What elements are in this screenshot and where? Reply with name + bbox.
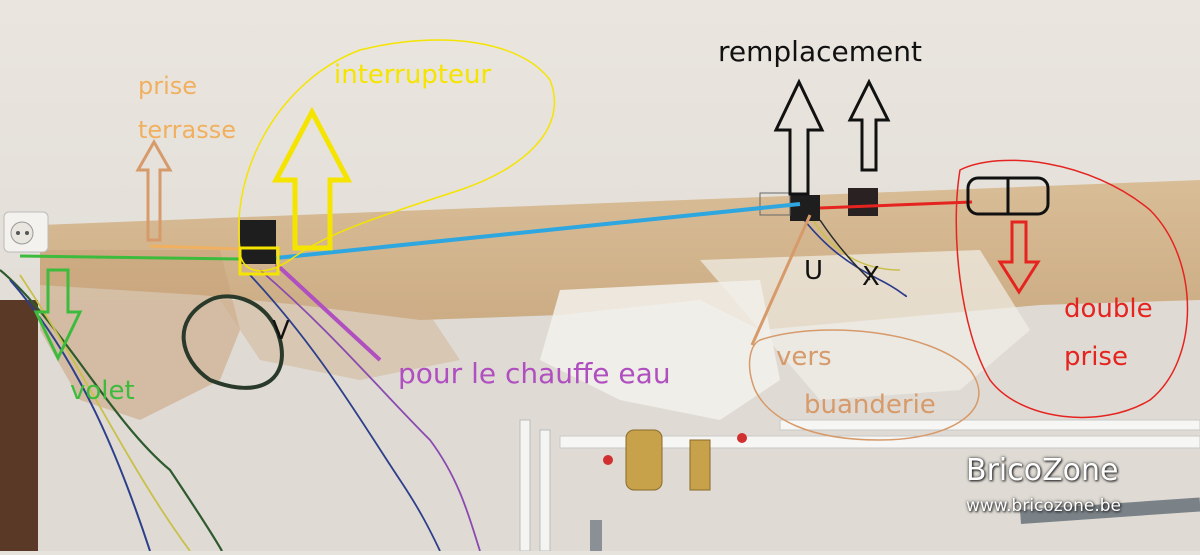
up-arrow-icon <box>135 138 173 242</box>
label-u: U <box>804 256 824 286</box>
label-double-prise: double <box>1064 294 1153 324</box>
highlight-circle <box>955 159 1189 419</box>
watermark-url: www.bricozone.be <box>966 496 1122 516</box>
switch-box <box>240 220 276 264</box>
highlight-circle <box>748 329 980 441</box>
down-arrow-icon <box>33 268 83 362</box>
watermark-brand: BricoZone <box>966 453 1119 488</box>
label-prise-terrasse: terrasse <box>138 116 236 144</box>
pressure-regulator <box>625 429 663 491</box>
junction-box-u <box>790 195 820 221</box>
label-v: V <box>272 316 290 346</box>
label-volet: volet <box>70 376 135 406</box>
label-chauffe-eau: pour le chauffe eau <box>398 357 671 390</box>
up-arrow-icon <box>847 78 891 172</box>
label-interrupteur: interrupteur <box>334 60 492 90</box>
label-remplacement: remplacement <box>718 35 922 68</box>
label-double-prise: prise <box>1064 342 1128 372</box>
door-frame <box>0 300 38 551</box>
junction-box-x <box>848 188 878 216</box>
up-arrow-icon <box>773 78 825 196</box>
label-x: X <box>862 262 880 292</box>
label-prise-terrasse: prise <box>138 72 198 100</box>
label-vers-buanderie: buanderie <box>804 390 936 420</box>
highlight-circle <box>238 39 556 272</box>
down-arrow-icon <box>997 220 1041 295</box>
label-vers-buanderie: vers <box>776 342 832 372</box>
